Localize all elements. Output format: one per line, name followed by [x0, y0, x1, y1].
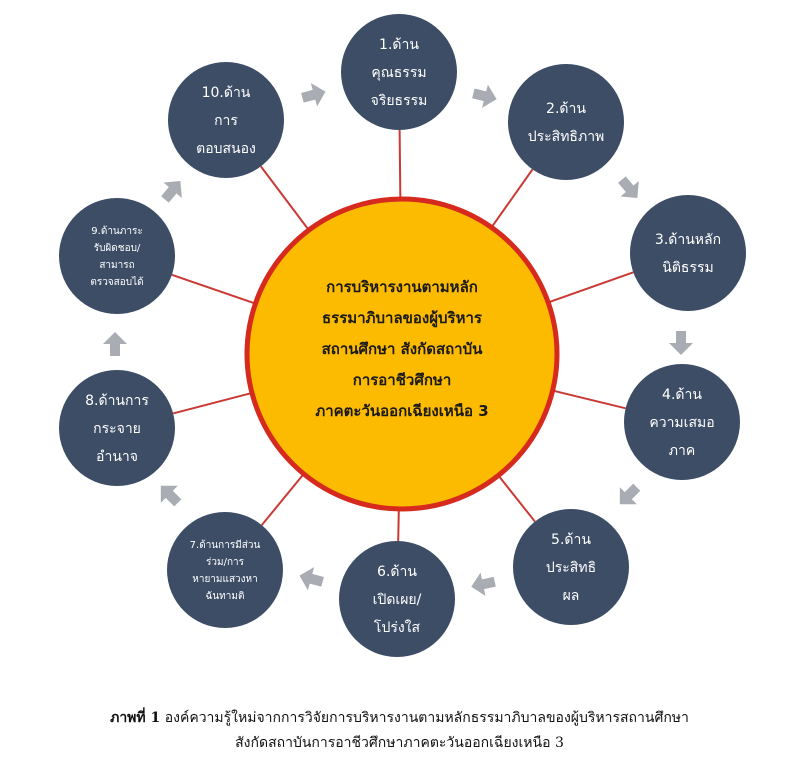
principle-node-text: 1.ด้าน	[379, 37, 419, 53]
flow-arrow	[160, 485, 182, 507]
center-circle: การบริหารงานตามหลักธรรมาภิบาลของผู้บริหา…	[244, 196, 560, 512]
governance-diagram: การบริหารงานตามหลักธรรมาภิบาลของผู้บริหา…	[59, 14, 746, 657]
flow-arrows	[103, 83, 693, 596]
flow-arrow	[103, 332, 127, 356]
principle-node-text: รับผิดชอบ/	[94, 243, 141, 254]
connector-line	[547, 271, 634, 304]
principle-node-text: 2.ด้าน	[546, 101, 586, 117]
principle-node-circle	[624, 364, 740, 480]
principle-node-text: ประสิทธิภาพ	[528, 129, 605, 145]
principle-node-circle	[508, 64, 624, 180]
caption-line1: องค์ความรู้ใหม่จากการวิจัยการบริหารงานตา…	[164, 710, 689, 726]
connector-line	[497, 474, 536, 523]
principle-node-text: 5.ด้าน	[551, 532, 591, 548]
connector-line	[171, 273, 256, 305]
principle-node-circle	[59, 198, 175, 314]
principle-node-text: 8.ด้านการ	[85, 393, 149, 409]
principle-node-text: 10.ด้าน	[202, 85, 251, 101]
center-text-line: สถานศึกษา สังกัดสถาบัน	[322, 340, 484, 358]
principle-node-text: 3.ด้านหลัก	[655, 232, 721, 248]
principle-node-text: 4.ด้าน	[662, 387, 702, 403]
principle-node-text: ภาค	[669, 443, 695, 459]
center-text-line: การบริหารงานตามหลัก	[326, 278, 478, 296]
center-text-line: การอาชีวศึกษา	[353, 371, 452, 389]
connector-line	[552, 389, 626, 410]
principle-node-text: โปร่งใส	[374, 619, 421, 636]
principle-node-circle	[59, 370, 175, 486]
principle-node-circle	[168, 62, 284, 178]
principle-node-text: หายามแสวงหา	[192, 574, 258, 585]
principle-node-text: คุณธรรม	[371, 65, 426, 81]
connector-lines	[171, 129, 634, 542]
principle-node-text: ร่วม/การ	[206, 557, 245, 568]
connector-line	[398, 129, 402, 200]
principle-node-circle	[167, 512, 283, 628]
principle-node-text: 9.ด้านภาระ	[91, 225, 142, 237]
caption-line2: สังกัดสถาบันการอาชีวศึกษาภาคตะวันออกเฉีย…	[235, 735, 564, 751]
connector-line	[260, 473, 305, 526]
principle-node-text: นิติธรรม	[662, 260, 713, 276]
principle-node-text: อำนาจ	[96, 449, 138, 465]
flow-arrow	[161, 181, 182, 203]
center-text: การบริหารงานตามหลักธรรมาภิบาลของผู้บริหา…	[315, 278, 488, 420]
flow-arrow	[618, 176, 639, 198]
connector-line	[260, 165, 310, 231]
flow-arrow	[301, 83, 326, 107]
principle-node-text: การ	[214, 113, 238, 129]
principle-node-circle	[341, 14, 457, 130]
principle-node-text: ฉันทามติ	[206, 591, 245, 602]
principle-node-text: เปิดเผย/	[373, 592, 422, 608]
flow-arrow	[299, 567, 324, 591]
connector-line	[397, 508, 400, 542]
flow-arrow	[669, 331, 693, 355]
principle-node: 7.ด้านการมีส่วนร่วม/การหายามแสวงหาฉันทาม…	[167, 512, 283, 628]
principle-node-circle	[513, 509, 629, 625]
principle-node: 3.ด้านหลักนิติธรรม	[630, 195, 746, 311]
principle-node-text: ความเสมอ	[649, 415, 714, 431]
principle-node-text: ตอบสนอง	[196, 141, 256, 157]
connector-line	[490, 168, 534, 229]
principle-node-text: สามารถ	[99, 260, 134, 271]
principle-node-text: ตรวจสอบได้	[90, 276, 143, 288]
principle-node-text: 6.ด้าน	[377, 564, 417, 580]
principle-node-text: ผล	[563, 588, 580, 604]
connector-line	[172, 391, 253, 415]
principle-node-circle	[630, 195, 746, 311]
principle-node-text: กระจาย	[93, 421, 141, 437]
center-text-line: ธรรมาภิบาลของผู้บริหาร	[322, 309, 483, 328]
center-text-line: ภาคตะวันออกเฉียงเหนือ 3	[315, 402, 488, 420]
principle-node-text: จริยธรรม	[371, 93, 428, 109]
principle-node-circle	[339, 541, 455, 657]
flow-arrow	[472, 84, 497, 108]
flow-arrow	[619, 483, 641, 505]
principle-node-text: 7.ด้านการมีส่วน	[190, 539, 261, 551]
principle-node-text: ประสิทธิ	[546, 560, 596, 576]
flow-arrow	[471, 572, 496, 596]
caption-label: ภาพที่ 1	[110, 710, 161, 726]
figure-caption: ภาพที่ 1 องค์ความรู้ใหม่จากการวิจัยการบร…	[0, 706, 799, 756]
